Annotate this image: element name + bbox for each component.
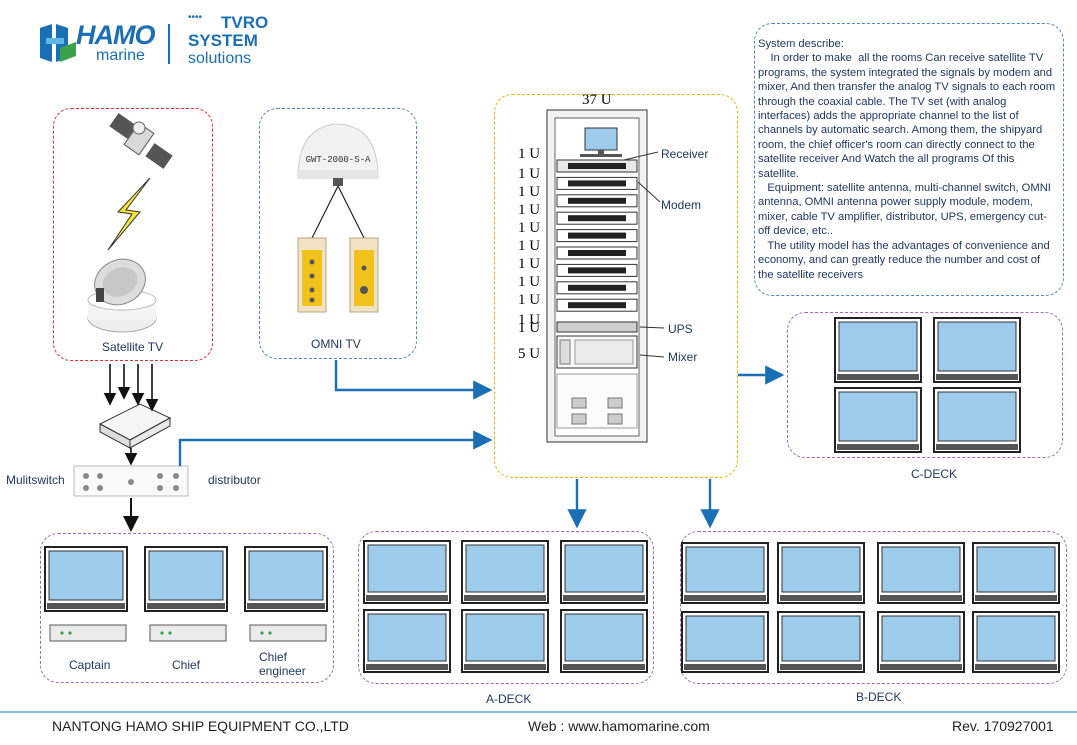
b-deck-tv bbox=[681, 611, 769, 673]
c-deck-box bbox=[787, 312, 1063, 458]
a-deck-tv bbox=[461, 609, 549, 673]
logo-dots: •••• bbox=[188, 12, 203, 23]
system-description-box bbox=[754, 23, 1064, 296]
set-top-box-row bbox=[49, 624, 327, 642]
description-body: In order to make all the rooms Can recei… bbox=[758, 52, 1056, 281]
rack-unit-label: 1 U bbox=[518, 256, 541, 272]
rack-unit-label: 1 U bbox=[518, 184, 541, 200]
unit-front-panel bbox=[568, 302, 626, 309]
omni-antenna-icon: GWT-2000-S-A bbox=[297, 123, 379, 186]
b-deck-tv bbox=[972, 611, 1060, 673]
ups-label: UPS bbox=[668, 322, 693, 336]
officers-box bbox=[40, 533, 334, 683]
rack-unit-label: 1 U bbox=[518, 312, 541, 328]
logo-divider bbox=[168, 24, 170, 64]
rack-unit-label: 5 U bbox=[518, 346, 541, 362]
receiver-label: Receiver bbox=[661, 147, 709, 161]
a-deck-tv bbox=[363, 540, 451, 604]
signal-bolt-icon bbox=[107, 177, 151, 251]
a-deck-label: A-DECK bbox=[486, 692, 532, 706]
multiswitch-icon bbox=[98, 403, 172, 449]
b-deck-tv bbox=[777, 611, 865, 673]
logo-line1: TVRO bbox=[221, 13, 269, 32]
footer-revision: Rev. 170927001 bbox=[952, 718, 1054, 734]
unit-front-panel bbox=[568, 284, 626, 291]
cabin-tv bbox=[144, 546, 228, 612]
satellite-tv-label: Satellite TV bbox=[102, 340, 164, 354]
unit-front-panel bbox=[568, 215, 626, 222]
description-heading: System describe: bbox=[758, 38, 844, 50]
rack-unit-label: 1 U bbox=[518, 320, 541, 336]
distributor-to-rack-arrow bbox=[178, 430, 493, 466]
unit-front-panel bbox=[568, 197, 626, 204]
b-deck-tv bbox=[972, 542, 1060, 604]
cabin-tv bbox=[244, 546, 328, 612]
b-deck-tv bbox=[777, 542, 865, 604]
a-deck-tv bbox=[461, 540, 549, 604]
a-deck-tv bbox=[560, 540, 648, 604]
unit-front-panel bbox=[568, 267, 626, 274]
omni-tv-box bbox=[259, 108, 417, 359]
hamo-logo-icon bbox=[40, 24, 76, 62]
logo-brand: HAMO bbox=[76, 20, 155, 50]
rack-unit-label: 1 U bbox=[518, 202, 541, 218]
unit-front-panel bbox=[568, 180, 626, 187]
a-deck-tv bbox=[363, 609, 451, 673]
distributor-icon bbox=[73, 465, 189, 497]
modem-label: Modem bbox=[661, 198, 702, 212]
room-chief-engineer-label: Chief engineer bbox=[259, 650, 306, 678]
omni-to-rack-arrow bbox=[334, 360, 493, 400]
rack-unit-label: 1 U bbox=[518, 220, 541, 236]
c-deck-tv bbox=[933, 387, 1021, 453]
system-description: System describe: In order to make all th… bbox=[758, 37, 1058, 282]
footer-web[interactable]: Web : www.hamomarine.com bbox=[528, 718, 710, 734]
rack-box bbox=[494, 94, 738, 478]
distribution-panel bbox=[556, 373, 638, 429]
rack-unit-label: 1 U bbox=[518, 146, 541, 162]
distributor-label: distributor bbox=[208, 473, 261, 487]
c-deck-tv bbox=[834, 387, 922, 453]
logo-sub: marine bbox=[96, 47, 145, 64]
rack-unit-label: 1 U bbox=[518, 166, 541, 182]
company-logo: HAMO marine •••• TVRO SYSTEM solutions bbox=[38, 12, 278, 73]
multiswitch-label: Mulitswitch bbox=[6, 473, 65, 487]
a-deck-box bbox=[358, 531, 654, 684]
logo-line2: SYSTEM bbox=[188, 31, 258, 50]
unit-front-panel bbox=[568, 232, 626, 239]
cabin-tv bbox=[44, 546, 128, 612]
b-deck-box bbox=[680, 531, 1067, 684]
b-deck-label: B-DECK bbox=[856, 690, 902, 704]
c-deck-label: C-DECK bbox=[911, 467, 958, 481]
satellite-icon bbox=[109, 113, 173, 169]
logo-line3: solutions bbox=[188, 50, 252, 67]
b-deck-tv bbox=[877, 542, 965, 604]
satellite-tv-box bbox=[53, 108, 213, 361]
rack-height-label: 37 U bbox=[582, 92, 612, 108]
unit-front-panel bbox=[568, 250, 626, 256]
c-deck-tv bbox=[834, 317, 922, 383]
c-deck-tv bbox=[933, 317, 1021, 383]
omni-antenna-text: GWT-2000-S-A bbox=[306, 155, 371, 165]
rack-unit-label: 1 U bbox=[518, 274, 541, 290]
mixer-unit bbox=[556, 335, 638, 369]
b-deck-tv bbox=[877, 611, 965, 673]
satellite-dish-icon bbox=[87, 258, 157, 333]
omni-power-module-icon bbox=[297, 237, 379, 313]
a-deck-tv bbox=[560, 609, 648, 673]
b-deck-tv bbox=[681, 542, 769, 604]
room-captain-label: Captain bbox=[69, 658, 111, 672]
mixer-label: Mixer bbox=[668, 350, 698, 364]
rack-unit-label: 1 U bbox=[518, 292, 541, 308]
ups-unit bbox=[556, 321, 638, 333]
unit-front-panel bbox=[568, 163, 626, 169]
omni-tv-label: OMNI TV bbox=[311, 337, 361, 351]
footer-company: NANTONG HAMO SHIP EQUIPMENT CO.,LTD bbox=[52, 718, 349, 734]
rack-unit-label: 1 U bbox=[518, 238, 541, 254]
room-chief-label: Chief bbox=[172, 658, 201, 672]
